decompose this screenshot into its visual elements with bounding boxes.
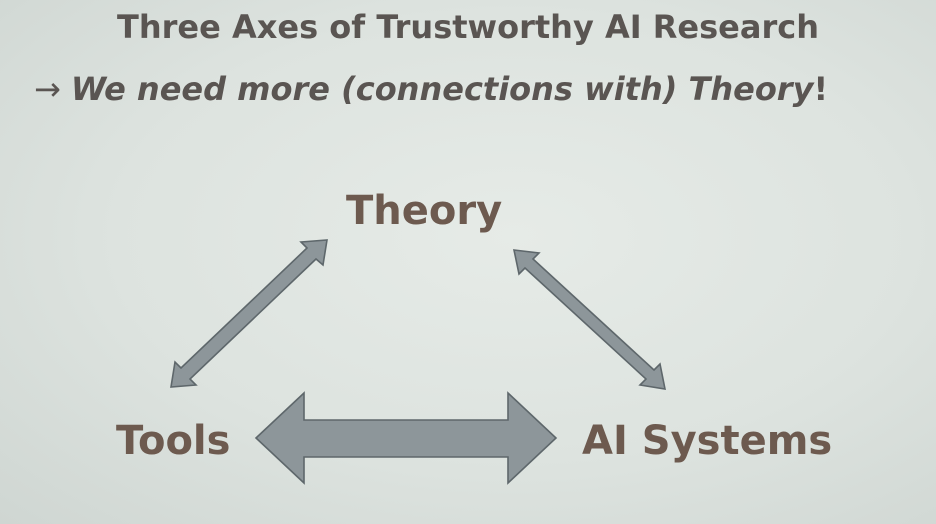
slide-title: Three Axes of Trustworthy AI Research [117, 8, 819, 46]
tools-ai-systems-arrow [254, 391, 558, 485]
theory-tools-arrow [170, 239, 328, 388]
slide-subtitle: →We need more (connections with) Theory! [34, 70, 828, 108]
subtitle-text: We need more (connections with) Theory [70, 70, 814, 108]
right-arrow-icon: → [34, 70, 61, 108]
subtitle-exclamation: ! [813, 70, 829, 108]
node-theory: Theory [346, 188, 503, 234]
theory-ai-systems-arrow [512, 249, 667, 390]
node-tools: Tools [116, 418, 231, 464]
node-ai-systems: AI Systems [582, 418, 833, 464]
